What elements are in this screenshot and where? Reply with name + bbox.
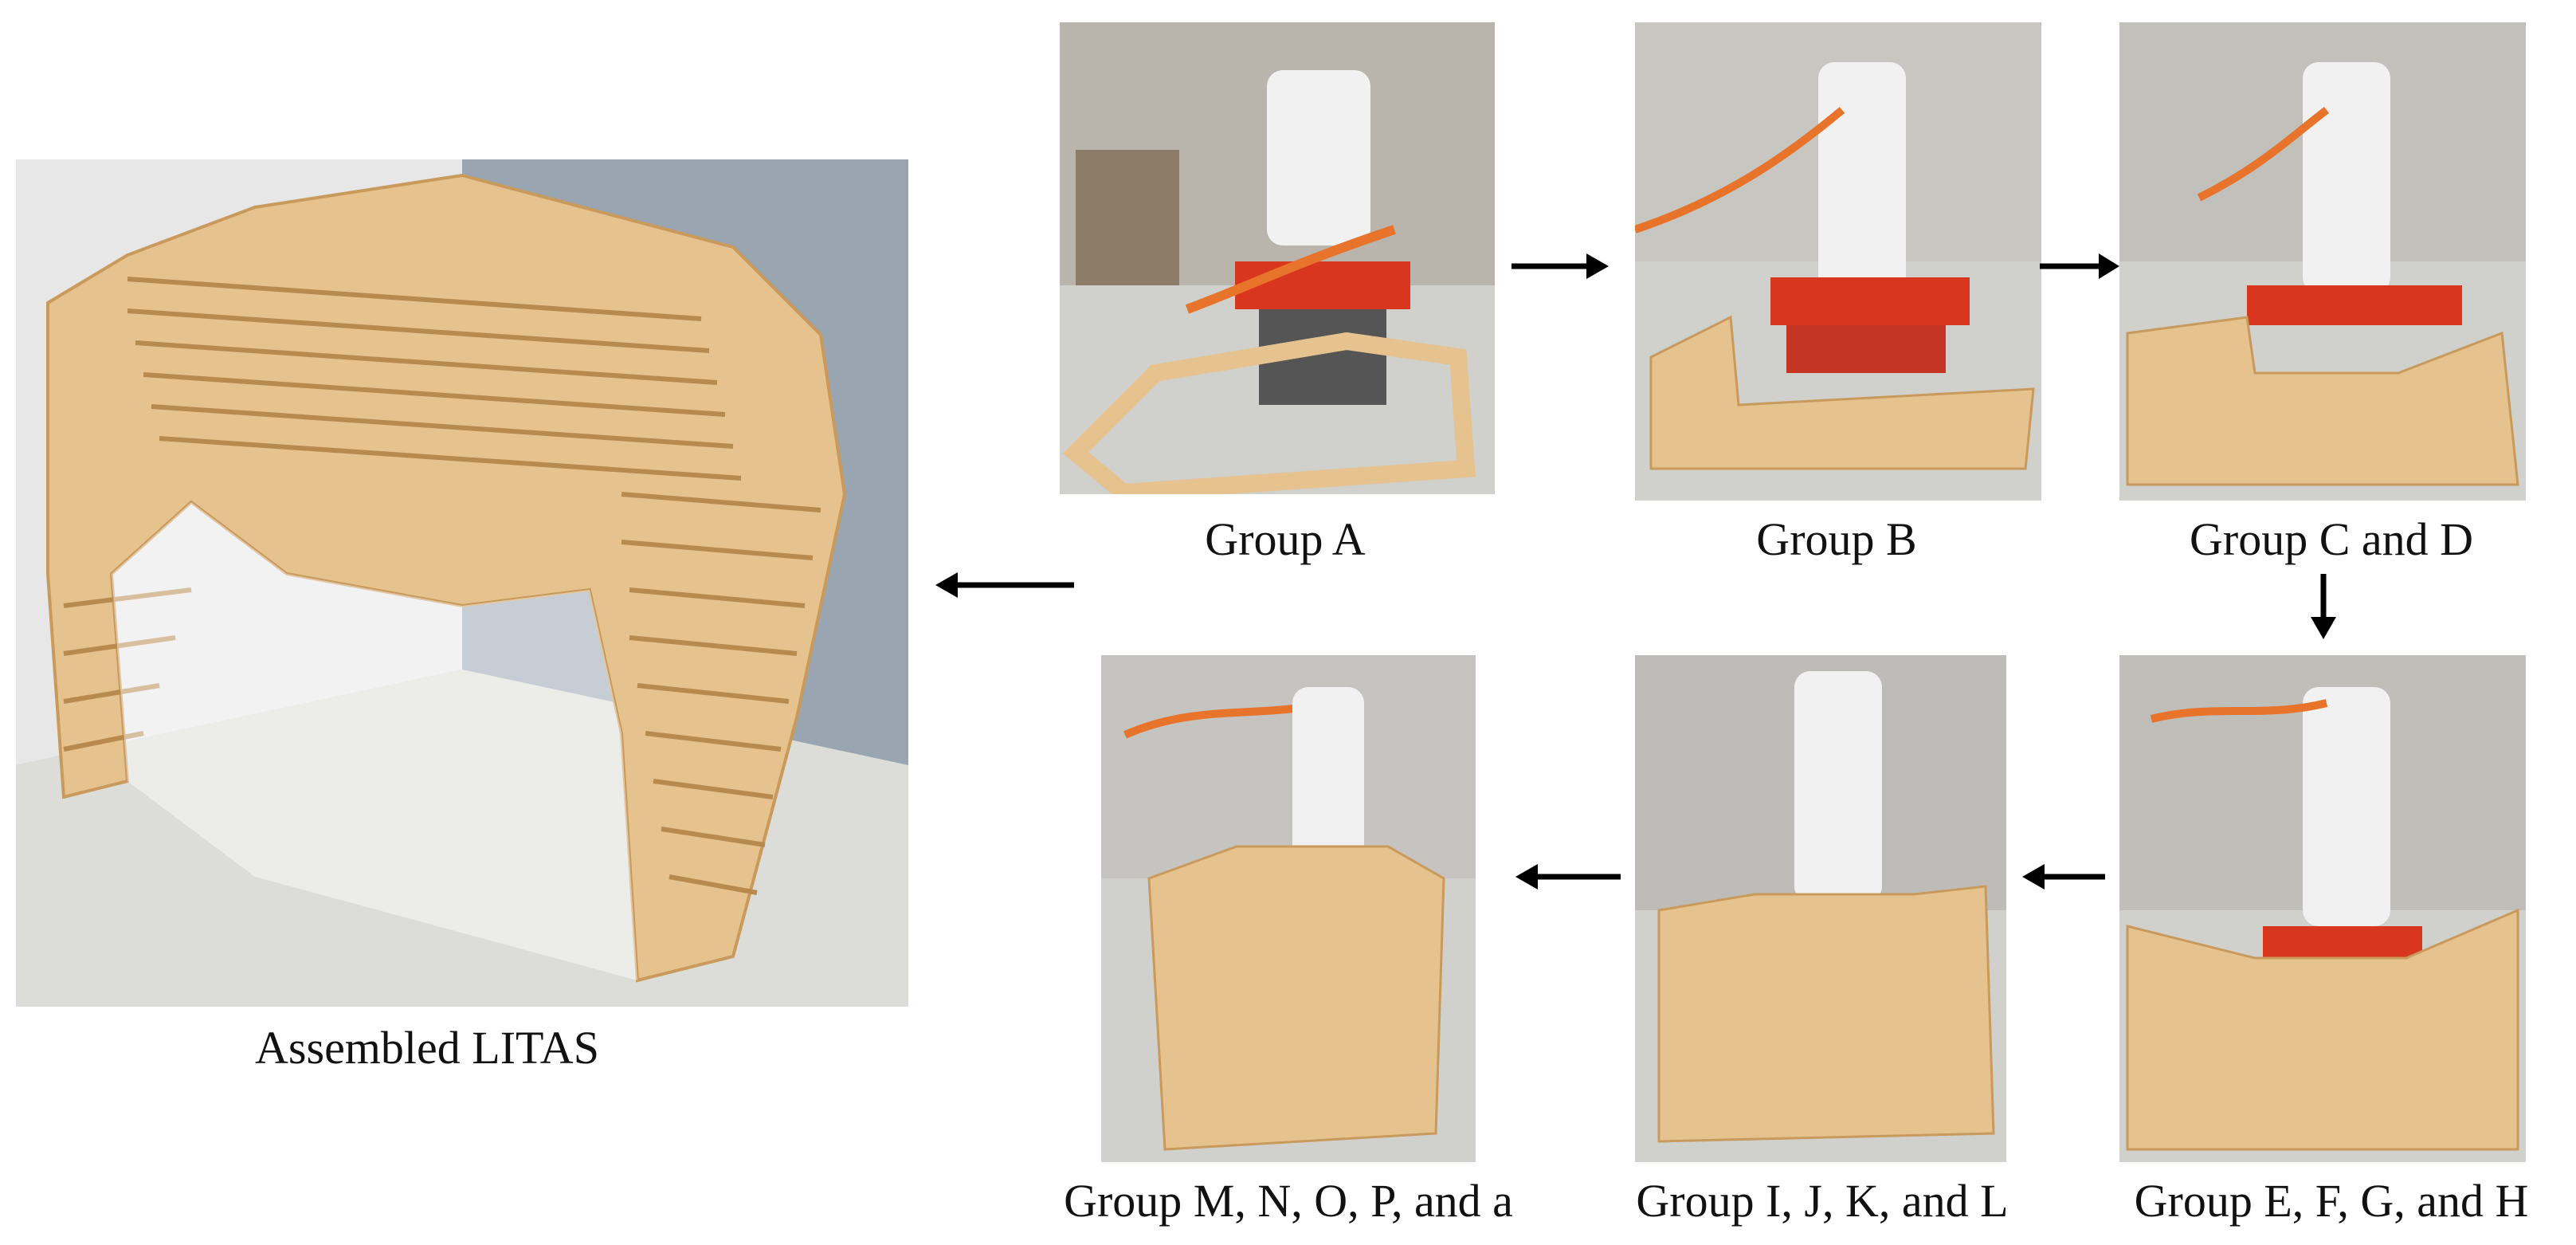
step-caption-group-a: Group A xyxy=(1205,513,1366,565)
step-photo-group-b xyxy=(1635,22,2041,501)
arrow-group-a-to-b xyxy=(1510,250,1610,282)
step-photo-group-i-j-k-and-l xyxy=(1635,655,2006,1162)
arrow-group-b-to-c xyxy=(2038,250,2121,282)
step-photo-group-a xyxy=(1060,22,1495,494)
assembled-litas-photo xyxy=(16,159,908,1007)
step-caption-group-i-j-k-and-l: Group I, J, K, and L xyxy=(1636,1175,2009,1227)
arrow-group-c-to-e xyxy=(2307,572,2339,641)
step-photo-group-c-and-d xyxy=(2119,22,2526,501)
step-caption-group-e-f-g-and-h: Group E, F, G, and H xyxy=(2134,1175,2529,1227)
arrow-group-i-to-m xyxy=(1512,861,1622,893)
arrow-group-e-to-i xyxy=(2019,861,2107,893)
step-caption-group-c-and-d: Group C and D xyxy=(2189,513,2474,565)
assembled-litas-caption: Assembled LITAS xyxy=(255,1022,599,1074)
step-photo-group-e-f-g-and-h xyxy=(2119,655,2526,1162)
step-photo-group-m-n-o-p-and-a xyxy=(1101,655,1476,1162)
step-caption-group-m-n-o-p-and-a: Group M, N, O, P, and a xyxy=(1064,1175,1513,1227)
step-caption-group-b: Group B xyxy=(1756,513,1917,565)
arrow-to-assembled-litas xyxy=(932,569,1076,601)
